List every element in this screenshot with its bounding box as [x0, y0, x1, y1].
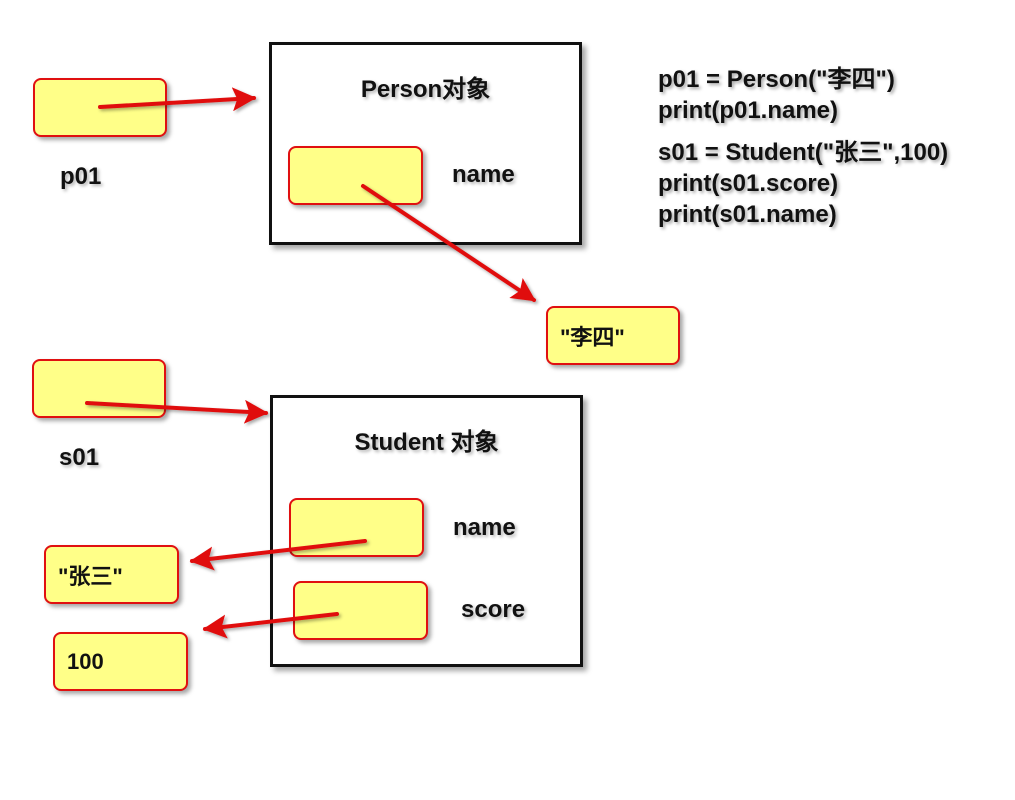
lisi-value-text: "李四": [560, 324, 625, 350]
person-object-title: Person对象: [360, 76, 491, 103]
code-listing: p01 = Person("李四") print(p01.name) s01 =…: [658, 64, 948, 230]
student-name-field-label: name: [453, 514, 516, 541]
person-name-cell: [288, 146, 423, 205]
student-object-title: Student 对象: [354, 429, 499, 456]
zhangsan-value-text: "张三": [58, 563, 123, 589]
code-line: s01 = Student("张三",100): [658, 139, 949, 166]
p01-reference-cell: [33, 78, 167, 137]
s01-label: s01: [59, 444, 100, 471]
person-object-frame: Person对象: [269, 42, 582, 245]
code-line: print(p01.name): [658, 97, 839, 124]
code-line: print(s01.name): [658, 201, 837, 228]
student-name-cell: [289, 498, 424, 557]
score-value-cell: 100: [53, 632, 188, 691]
student-score-cell: [293, 581, 428, 640]
code-gap: [658, 126, 948, 137]
zhangsan-value-cell: "张三": [44, 545, 179, 604]
s01-reference-cell: [32, 359, 166, 418]
score-value-text: 100: [67, 648, 104, 674]
p01-label: p01: [60, 163, 102, 190]
lisi-value-cell: "李四": [546, 306, 680, 365]
student-score-field-label: score: [461, 596, 526, 623]
code-line: p01 = Person("李四"): [658, 66, 895, 93]
code-line: print(s01.score): [658, 170, 839, 197]
person-name-field-label: name: [452, 161, 515, 188]
